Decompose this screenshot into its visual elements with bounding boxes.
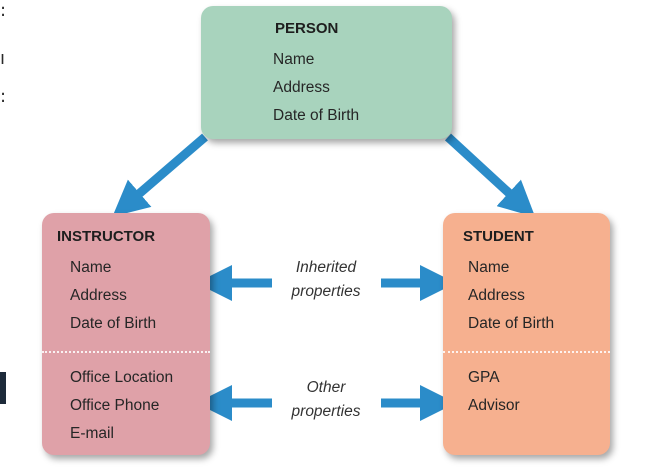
other-properties-label: Other properties: [271, 376, 381, 424]
student-attribute: GPA: [468, 369, 500, 386]
other-label-line: Other: [306, 379, 346, 396]
inherited-properties-label: Inherited properties: [271, 256, 381, 304]
inherited-label-line: properties: [291, 283, 361, 300]
instructor-attribute: Name: [70, 259, 112, 276]
person-attribute: Date of Birth: [273, 107, 360, 124]
person-entity-box: PERSON Name Address Date of Birth: [201, 6, 452, 139]
instructor-attribute: Office Phone: [70, 397, 160, 414]
inherited-label-line: Inherited: [295, 259, 357, 276]
edge-fragment-mark: [0, 372, 6, 404]
student-title: STUDENT: [463, 228, 534, 245]
instructor-own-attributes: Office Location Office Phone E-mail: [70, 364, 173, 448]
edge-fragment: ı: [0, 48, 6, 69]
student-entity-box: STUDENT Name Address Date of Birth GPA A…: [443, 213, 610, 455]
inherit-arrow-person-to-instructor: [112, 133, 208, 217]
person-attribute: Address: [273, 79, 330, 96]
inherit-arrow-person-to-student: [444, 133, 536, 218]
instructor-inherited-attributes: Name Address Date of Birth: [70, 254, 156, 338]
instructor-attribute: Office Location: [70, 369, 174, 386]
student-attribute: Date of Birth: [468, 315, 555, 332]
student-attribute: Advisor: [468, 397, 520, 414]
person-attributes: Name Address Date of Birth: [273, 46, 359, 130]
person-attribute: Name: [273, 51, 315, 68]
instructor-divider: [42, 351, 210, 353]
instructor-title: INSTRUCTOR: [57, 228, 156, 245]
edge-fragment: :: [0, 86, 7, 107]
student-attribute: Name: [468, 259, 510, 276]
instructor-attribute: E-mail: [70, 425, 114, 442]
student-own-attributes: GPA Advisor: [468, 364, 520, 420]
instructor-entity-box: INSTRUCTOR Name Address Date of Birth Of…: [42, 213, 210, 455]
student-inherited-attributes: Name Address Date of Birth: [468, 254, 554, 338]
instructor-attribute: Date of Birth: [70, 315, 157, 332]
edge-fragment: :: [0, 0, 7, 21]
person-title: PERSON: [275, 20, 339, 37]
instructor-attribute: Address: [70, 287, 127, 304]
student-attribute: Address: [468, 287, 525, 304]
other-label-line: properties: [291, 403, 361, 420]
student-divider: [443, 351, 610, 353]
